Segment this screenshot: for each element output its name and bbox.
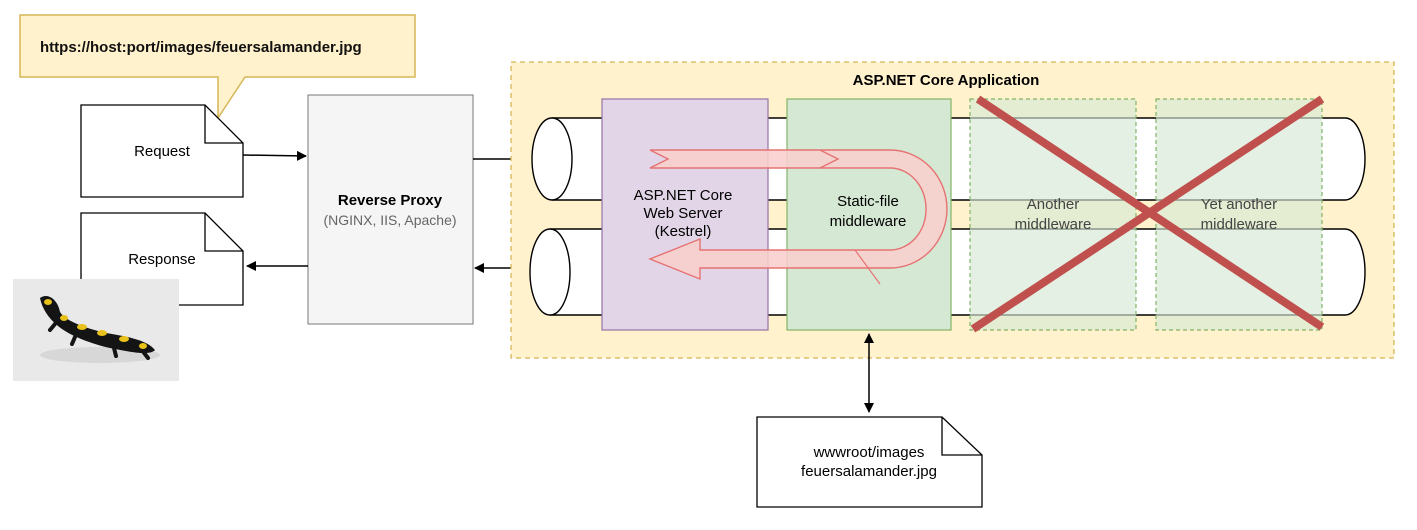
- callout-url-text: https://host:port/images/feuersalamander…: [40, 39, 362, 56]
- wwwroot-file-document: wwwroot/images feuersalamander.jpg: [756, 416, 983, 508]
- kestrel-label-line3: (Kestrel): [655, 223, 712, 240]
- static-file-middleware-box: [786, 98, 952, 331]
- response-label: Response: [128, 251, 196, 268]
- kestrel-web-server-box: [601, 98, 769, 331]
- yet-another-mw-label-line1: Yet another: [1201, 196, 1277, 213]
- another-mw-label-line2: middleware: [1015, 216, 1092, 233]
- yet-another-mw-label-line2: middleware: [1201, 216, 1278, 233]
- wwwroot-filename-text: feuersalamander.jpg: [801, 463, 937, 480]
- wwwroot-path-text: wwwroot/images: [813, 444, 925, 461]
- url-callout: https://host:port/images/feuersalamander…: [19, 14, 416, 121]
- another-middleware-box: [969, 98, 1137, 331]
- static-mw-label-line1: Static-file: [837, 193, 899, 210]
- request-to-proxy-arrow: [242, 150, 307, 161]
- kestrel-label-line1: ASP.NET Core: [634, 187, 733, 204]
- request-label: Request: [134, 143, 191, 160]
- another-mw-label-line1: Another: [1027, 196, 1080, 213]
- reverse-proxy-subtitle: (NGINX, IIS, Apache): [323, 212, 456, 228]
- salamander-photo: [13, 279, 179, 381]
- u-turn-flow-arrow: [648, 149, 948, 285]
- reverse-proxy-box: Reverse Proxy (NGINX, IIS, Apache): [307, 94, 474, 325]
- kestrel-label-line2: Web Server: [644, 205, 723, 222]
- skipped-middleware-cross: [970, 95, 1325, 333]
- yet-another-middleware-box: [1155, 98, 1323, 331]
- app-title: ASP.NET Core Application: [853, 72, 1040, 89]
- static-mw-label-line2: middleware: [830, 213, 907, 230]
- reverse-proxy-title: Reverse Proxy: [338, 192, 443, 209]
- request-document: Request: [80, 104, 244, 198]
